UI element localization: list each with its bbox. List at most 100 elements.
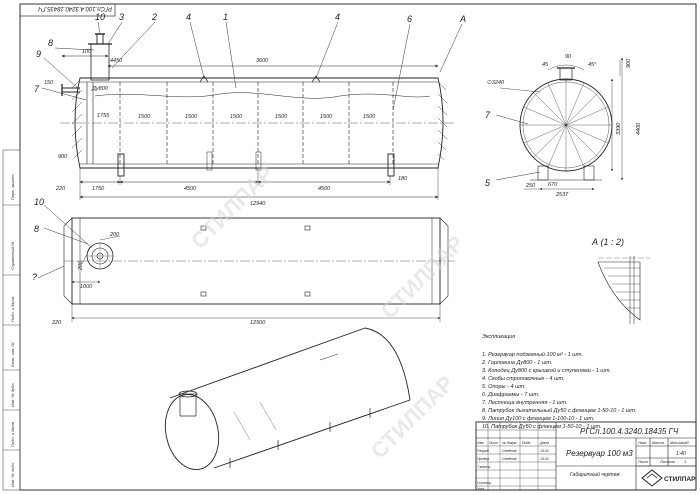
callout-question: ? (32, 272, 37, 282)
row-izm: Изм. (477, 441, 484, 445)
callout-5-section: 5 (485, 178, 491, 188)
callout-1: 1 (223, 12, 228, 22)
corner-stamp: РГСп.100.4.3240.18435.ГЧ (37, 5, 112, 11)
dim-du800: Ду800 (91, 86, 109, 92)
col-mass: Масса (652, 440, 665, 445)
dim-diameter: ∅3240 (487, 80, 505, 86)
margin-label-replaced: Взам. инв. № (10, 342, 15, 367)
callout-10-plan: 10 (34, 197, 44, 207)
date-prov: 15.02 (540, 457, 549, 461)
drawing-frame (19, 3, 697, 491)
margin-label-orig-no: Инв. № подл. (10, 462, 15, 487)
dim-span-6: 1500 (363, 114, 376, 120)
title-name: Резервуар 100 м3 (566, 449, 633, 458)
row-data: Дата (539, 441, 549, 445)
left-margin-strip (2, 149, 21, 491)
callout-9: 9 (36, 49, 41, 59)
title-subtitle: Габаритный чертеж (570, 471, 620, 478)
dim-4500-b: 4500 (318, 186, 331, 192)
row-ndoc: № докум. (502, 441, 517, 445)
dim-250: 250 (525, 183, 536, 189)
specification-list: Экспликация 1. Резервуар подземный 100 м… (481, 334, 636, 430)
spec-item-2: 2. Горловина Ду800 - 1 шт. (481, 360, 552, 366)
spec-item-3: 3. Колодец Ду800 с крышкой и ступенями -… (482, 367, 611, 374)
dim-200-plan-b: 200 (78, 260, 84, 271)
spec-item-5: 5. Опоры - 4 шт. (482, 384, 526, 390)
spec-item-4: 4. Скобы строповочные - 4 шт. (482, 376, 565, 382)
role-nkontr: Н.контр. (477, 481, 492, 485)
dim-span-2: 1500 (185, 114, 198, 120)
callout-7-section: 7 (485, 110, 491, 120)
dim-670: 670 (548, 182, 558, 188)
dim-4450: 4450 (110, 58, 123, 64)
watermark-3: СТИЛПАР (366, 371, 459, 464)
col-scale: Масштаб (670, 440, 689, 445)
margin-label-sign-date-1: Подп. и дата (10, 296, 15, 322)
dim-span-5: 1500 (320, 114, 333, 120)
name-prov: Семёнов (502, 457, 517, 461)
company-logo: СТИЛПАР (641, 469, 696, 487)
detail-a-view (597, 256, 650, 324)
detail-a-title: А (1 : 2) (591, 237, 624, 247)
date-razrab: 15.02 (540, 449, 549, 453)
margin-label-first-use: Перв. примен. (10, 173, 15, 200)
dim-900-section: 900 (626, 58, 632, 68)
callout-4-right: 4 (335, 12, 340, 22)
callout-3: 3 (119, 12, 124, 22)
title-block (475, 421, 697, 491)
dim-220: 220 (55, 186, 66, 192)
callout-2: 2 (151, 12, 157, 22)
dim-1750: 1750 (92, 186, 105, 192)
role-tkontr: Т.контр. (477, 465, 491, 469)
dim-12500: 12500 (250, 320, 266, 326)
callout-7: 7 (34, 84, 40, 94)
callout-A: A (459, 14, 466, 24)
spec-title: Экспликация (482, 334, 515, 340)
sheet-label: Лист (637, 459, 649, 464)
role-razrab: Разраб. (477, 449, 490, 453)
dim-3390: 3390 (616, 122, 622, 135)
watermark-2: СТИЛПАР (376, 231, 469, 324)
dim-150: 150 (44, 80, 54, 86)
row-podp: Подп. (522, 441, 531, 445)
plan-view (63, 217, 455, 322)
sheets-count: 1 (684, 459, 686, 464)
dim-45: 45 (542, 62, 549, 68)
dim-220-plan: 220 (51, 320, 62, 326)
spec-item-6: 6. Диафрагмы - 7 шт. (482, 392, 539, 398)
watermark-group: СТИЛПАР СТИЛПАР СТИЛПАР (186, 161, 469, 464)
side-elevation-view (60, 33, 455, 200)
callout-4-left: 4 (186, 12, 191, 22)
cross-section-view (499, 57, 624, 191)
dim-1755: 1755 (97, 113, 110, 119)
dim-45deg: 45° (588, 62, 597, 68)
watermark-1: СТИЛПАР (186, 161, 279, 254)
name-razrab: Семёнов (502, 449, 517, 453)
dim-4400: 4400 (636, 122, 642, 135)
col-lit: Лит. (637, 440, 647, 445)
margin-label-sign-date-2: Подп. и дата (10, 421, 15, 447)
spec-item-9: 9. Линия Ду100 с фланцем 1-100-10 - 1 шт… (482, 416, 594, 422)
dim-1000: 1000 (80, 284, 93, 290)
dim-12940: 12940 (250, 201, 266, 207)
callout-8: 8 (48, 38, 53, 48)
dim-180: 180 (398, 176, 408, 182)
callout-8-plan: 8 (34, 224, 39, 234)
isometric-view (164, 327, 411, 471)
spec-item-10: 10. Патрубок Ду50 с фланцем 1-50-10 - 1 … (482, 424, 602, 430)
role-prov: Провер. (477, 457, 490, 461)
spec-item-8: 8. Патрубок дыхательный Ду50 с фланцем 1… (482, 407, 636, 414)
dim-200-plan: 200 (109, 232, 120, 238)
spec-item-7: 7. Лестница внутренняя - 1 шт. (482, 400, 567, 406)
dim-span-1: 1500 (138, 114, 151, 120)
row-list: Лист (488, 441, 498, 445)
margin-label-dup-no: Инв. № дубл. (10, 382, 15, 407)
margin-label-ref-no: Справочный № (10, 241, 15, 270)
sheets-label: Листов (659, 459, 675, 464)
dim-100: 100 (82, 49, 92, 55)
callout-10: 10 (95, 12, 105, 22)
logo-text: СТИЛПАР (664, 476, 696, 483)
dim-4500-a: 4500 (184, 186, 197, 192)
title-doc-code: РГСп.100.4.3240.18435 ГЧ (580, 427, 679, 436)
